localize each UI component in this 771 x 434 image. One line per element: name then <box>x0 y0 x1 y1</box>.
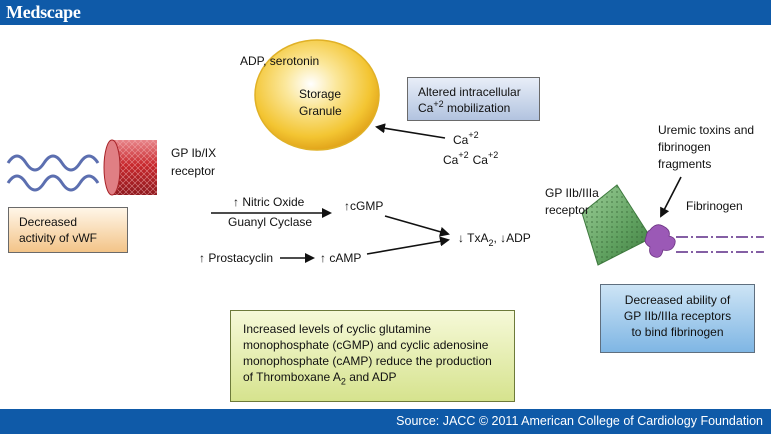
gp-line-3: to bind fibrinogen <box>631 325 724 339</box>
calcium-arrow <box>375 123 446 139</box>
granule-label-text: Granule <box>299 104 342 118</box>
altered-calcium-box: Altered intracellular Ca+2 mobilization <box>407 77 540 121</box>
uremic-toxins-label: Uremic toxins and <box>658 123 754 137</box>
decreased-binding-box: Decreased ability of GP IIb/IIIa recepto… <box>600 284 755 353</box>
vwf-wave-bottom <box>6 174 100 192</box>
cgmp-label: ↑cGMP <box>344 199 383 213</box>
gp-line-2: GP IIb/IIIa receptors <box>623 309 732 323</box>
gp-ib-ix-label: GP Ib/IX <box>171 146 216 160</box>
calcium-top: Ca+2 <box>453 130 479 147</box>
gp-ib-ix-end <box>103 139 121 196</box>
gp-iib-iiia-label: GP IIb/IIIa <box>545 186 599 200</box>
summary-subscript: 2 <box>340 376 346 387</box>
summary-tail: and ADP <box>345 370 397 384</box>
camp-label: ↑ cAMP <box>320 251 361 265</box>
vwf-line-1: Decreased <box>19 215 78 229</box>
uremic-arrow <box>660 176 682 218</box>
ca-line-2: Ca+2 mobilization <box>418 99 511 116</box>
vwf-wave-top <box>6 154 100 172</box>
gp-iib-iiia-texture <box>582 185 651 265</box>
header-bar: Medscape <box>0 0 771 25</box>
gp-line-1: Decreased ability of <box>624 293 731 307</box>
fragments-label: fragments <box>658 157 711 171</box>
gp-iib-iiia-receptor-label: receptor <box>545 203 589 217</box>
footer-bar: Source: JACC © 2011 American College of … <box>0 409 771 434</box>
nitric-oxide-label: ↑ Nitric Oxide <box>233 195 305 209</box>
vwf-line-2: activity of vWF <box>19 231 98 245</box>
storage-granule <box>254 39 380 151</box>
adp-serotonin-label: ADP, serotonin <box>240 54 319 68</box>
source-credit: Source: JACC © 2011 American College of … <box>396 414 763 428</box>
summary-text: Increased levels of cyclic glutamine mon… <box>243 322 492 384</box>
ca-line-1: Altered intracellular <box>418 85 521 99</box>
txa2-adp-label: ↓ TxA2, ↓ADP <box>458 231 531 248</box>
fibrinogen-molecule <box>644 224 676 258</box>
camp-arrow <box>366 236 450 255</box>
guanyl-cyclase-label: Guanyl Cyclase <box>228 215 312 229</box>
fibrinogen-fragments-label: fibrinogen <box>658 140 711 154</box>
cgmp-arrow <box>384 215 450 237</box>
fibrinogen-label: Fibrinogen <box>686 199 743 213</box>
prostacyclin-label: ↑ Prostacyclin <box>199 251 273 265</box>
medscape-logo: Medscape <box>6 2 81 22</box>
summary-box: Increased levels of cyclic glutamine mon… <box>230 310 515 402</box>
decreased-vwf-box: Decreased activity of vWF <box>8 207 128 253</box>
gp-ib-ix-receptor-label: receptor <box>171 164 215 178</box>
storage-label: Storage <box>299 87 341 101</box>
